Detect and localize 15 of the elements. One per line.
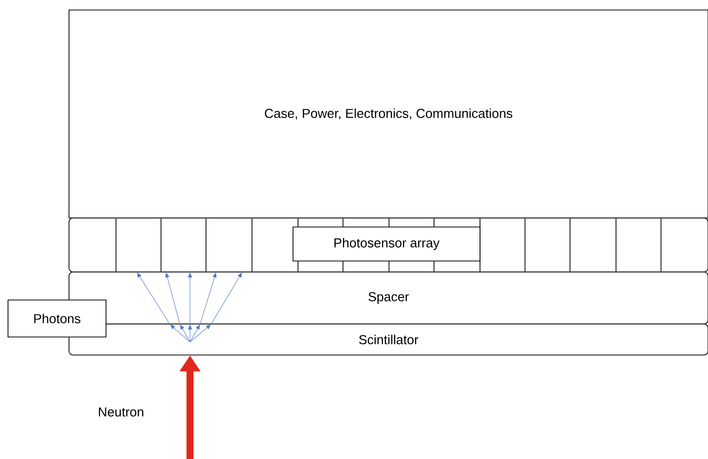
arrow <box>190 324 200 342</box>
arrow <box>200 272 216 325</box>
label-box: Photons <box>8 300 106 338</box>
node-label: Spacer <box>368 292 409 304</box>
arrow <box>210 272 242 325</box>
arrow <box>180 324 190 342</box>
neutron-label: Neutron <box>98 407 144 417</box>
label-box: Photosensor array <box>292 226 480 262</box>
arrow <box>188 272 192 325</box>
arrow <box>170 324 190 342</box>
arrow <box>188 324 192 342</box>
case-box: Case, Power, Electronics, Communications <box>68 10 708 218</box>
arrow <box>165 272 180 325</box>
arrow <box>137 272 170 325</box>
arrow <box>190 324 211 342</box>
